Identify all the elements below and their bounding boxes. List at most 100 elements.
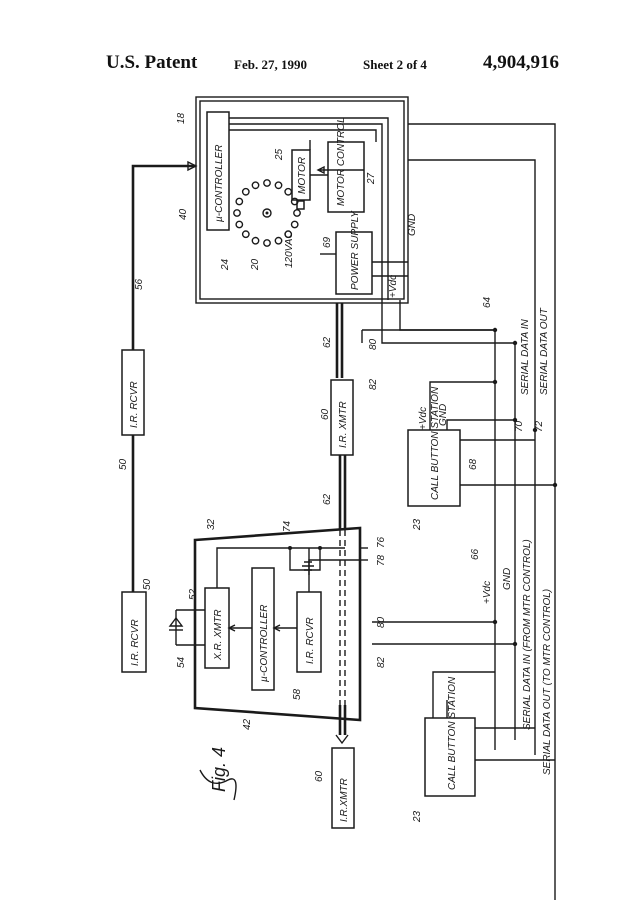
gnd-mid-label: GND — [502, 568, 513, 590]
ref-60a: 60 — [320, 408, 331, 420]
ref-78: 78 — [376, 554, 387, 566]
carousel-slot — [290, 197, 299, 206]
carousel-wheel — [233, 179, 301, 247]
ref-23a: 23 — [412, 518, 423, 531]
ref-56: 56 — [134, 278, 145, 290]
left-call-button-station: CALL BUTTON STATION — [424, 671, 555, 797]
ref-42: 42 — [242, 718, 253, 730]
vdc-cb-label: +Vdc — [418, 407, 429, 430]
ref-69: 69 — [322, 236, 333, 248]
right-call-button-station: CALL BUTTON STATION — [407, 381, 555, 507]
carousel-slot — [284, 230, 293, 239]
motor-control-label: MOTOR CONTROL — [336, 117, 347, 206]
ref-62a: 62 — [322, 336, 333, 348]
ref-20: 20 — [250, 258, 261, 271]
motor-label: MOTOR — [297, 157, 308, 194]
ref-64: 64 — [482, 296, 493, 308]
ref-82b: 82 — [376, 656, 387, 668]
ref-40: 40 — [178, 208, 189, 220]
carousel-slot — [235, 220, 244, 229]
lower-ir-xmtr-label: I.R.XMTR — [339, 778, 350, 822]
carousel-slot — [274, 181, 283, 190]
serial-out-to-label: SERIAL DATA OUT (TO MTR CONTROL) — [542, 589, 553, 775]
ref-80a: 80 — [368, 338, 379, 350]
motor-block: MOTOR — [291, 149, 311, 210]
svg-text:Fig. 4: Fig. 4 — [209, 747, 229, 792]
carousel-slot — [284, 187, 293, 196]
carousel-slot — [293, 209, 301, 217]
patent-date: Feb. 27, 1990 — [234, 57, 307, 72]
mid-supply-lines — [372, 619, 518, 647]
ref-74: 74 — [282, 520, 293, 532]
motor-unit-wiring — [229, 117, 408, 300]
carousel-slot — [263, 179, 271, 187]
ref-82a: 82 — [368, 378, 379, 390]
ref-70: 70 — [514, 420, 525, 432]
ref-52: 52 — [188, 588, 199, 600]
upper-ir-rcvr-block: I.R. RCVR — [121, 349, 145, 436]
ref-18: 18 — [176, 112, 187, 124]
gnd-top-label: GND — [407, 214, 418, 236]
ref-25: 25 — [274, 148, 285, 161]
ref-66: 66 — [470, 548, 481, 560]
ref-50b: 50 — [142, 578, 153, 590]
gnd-cb-label: GND — [438, 404, 449, 426]
ref-76: 76 — [376, 536, 387, 548]
ref-58: 58 — [292, 688, 303, 700]
ref-27: 27 — [366, 172, 377, 185]
left-call-button-label: CALL BUTTON STATION — [447, 676, 458, 790]
carousel-slot — [241, 187, 250, 196]
upper-ir-rcvr-label: I.R. RCVR — [129, 381, 140, 428]
top-u-controller-label: µ-CONTROLLER — [214, 145, 225, 222]
motor-control-block: MOTOR CONTROL — [327, 117, 365, 213]
vdc-mid-label: +Vdc — [482, 581, 493, 604]
handset-wiring — [216, 530, 368, 745]
diode-54 — [168, 609, 205, 646]
carousel-slot — [251, 236, 260, 245]
vdc-top-label: +Vdc — [388, 275, 399, 298]
carousel-slot — [290, 220, 299, 229]
top-u-controller-block: µ-CONTROLLER — [206, 111, 230, 231]
patent-number: 4,904,916 — [483, 52, 559, 73]
carousel-slot — [251, 181, 260, 190]
serial-in-from-label: SERIAL DATA IN (FROM MTR CONTROL) — [522, 539, 533, 730]
ref-60b: 60 — [314, 770, 325, 782]
right-call-button-label: CALL BUTTON STATION — [430, 386, 441, 500]
ref-50a: 50 — [118, 458, 129, 470]
vac-label: 120VAC — [284, 231, 295, 268]
ref-72: 72 — [534, 420, 545, 432]
figure-label: Fig. 4 — [199, 747, 237, 801]
inner-ir-rcvr-block: I.R. RCVR — [296, 591, 322, 673]
xr-xmtr-label: X.R. XMTR — [213, 609, 224, 661]
xr-xmtr-block: X.R. XMTR — [204, 587, 230, 669]
ref-32: 32 — [206, 518, 217, 530]
link-56 — [131, 160, 198, 592]
motor-unit-housing — [195, 96, 409, 304]
patent-title: U.S. Patent — [106, 52, 198, 73]
carousel-slot — [274, 236, 283, 245]
lower-u-controller-label: µ-CONTROLLER — [259, 605, 270, 682]
left-ir-rcvr-block: I.R. RCVR — [121, 591, 147, 673]
carousel-slot — [233, 209, 241, 217]
carousel-slot — [241, 230, 250, 239]
lower-u-controller-block: µ-CONTROLLER — [251, 567, 275, 691]
ref-23b: 23 — [412, 810, 423, 823]
carousel-slot — [235, 197, 244, 206]
mid-ir-xmtr-label: I.R. XMTR — [338, 401, 349, 448]
left-ir-rcvr-label: I.R. RCVR — [130, 619, 141, 666]
serial-out-label: SERIAL DATA OUT — [539, 307, 550, 395]
sheet-number: Sheet 2 of 4 — [363, 57, 427, 72]
trunk-62: I.R. XMTR — [330, 303, 354, 530]
ref-80b: 80 — [376, 616, 387, 628]
ref-62b: 62 — [322, 493, 333, 505]
carousel-slot — [263, 239, 271, 247]
ref-68: 68 — [468, 458, 479, 470]
right-bus — [361, 123, 558, 900]
ref-54: 54 — [176, 656, 187, 668]
inner-ir-rcvr-label: I.R. RCVR — [305, 617, 316, 664]
power-supply-label: POWER SUPPLY — [350, 210, 361, 290]
ref-24: 24 — [220, 258, 231, 271]
power-supply-block: POWER SUPPLY — [335, 210, 373, 295]
handset-housing — [193, 526, 362, 722]
